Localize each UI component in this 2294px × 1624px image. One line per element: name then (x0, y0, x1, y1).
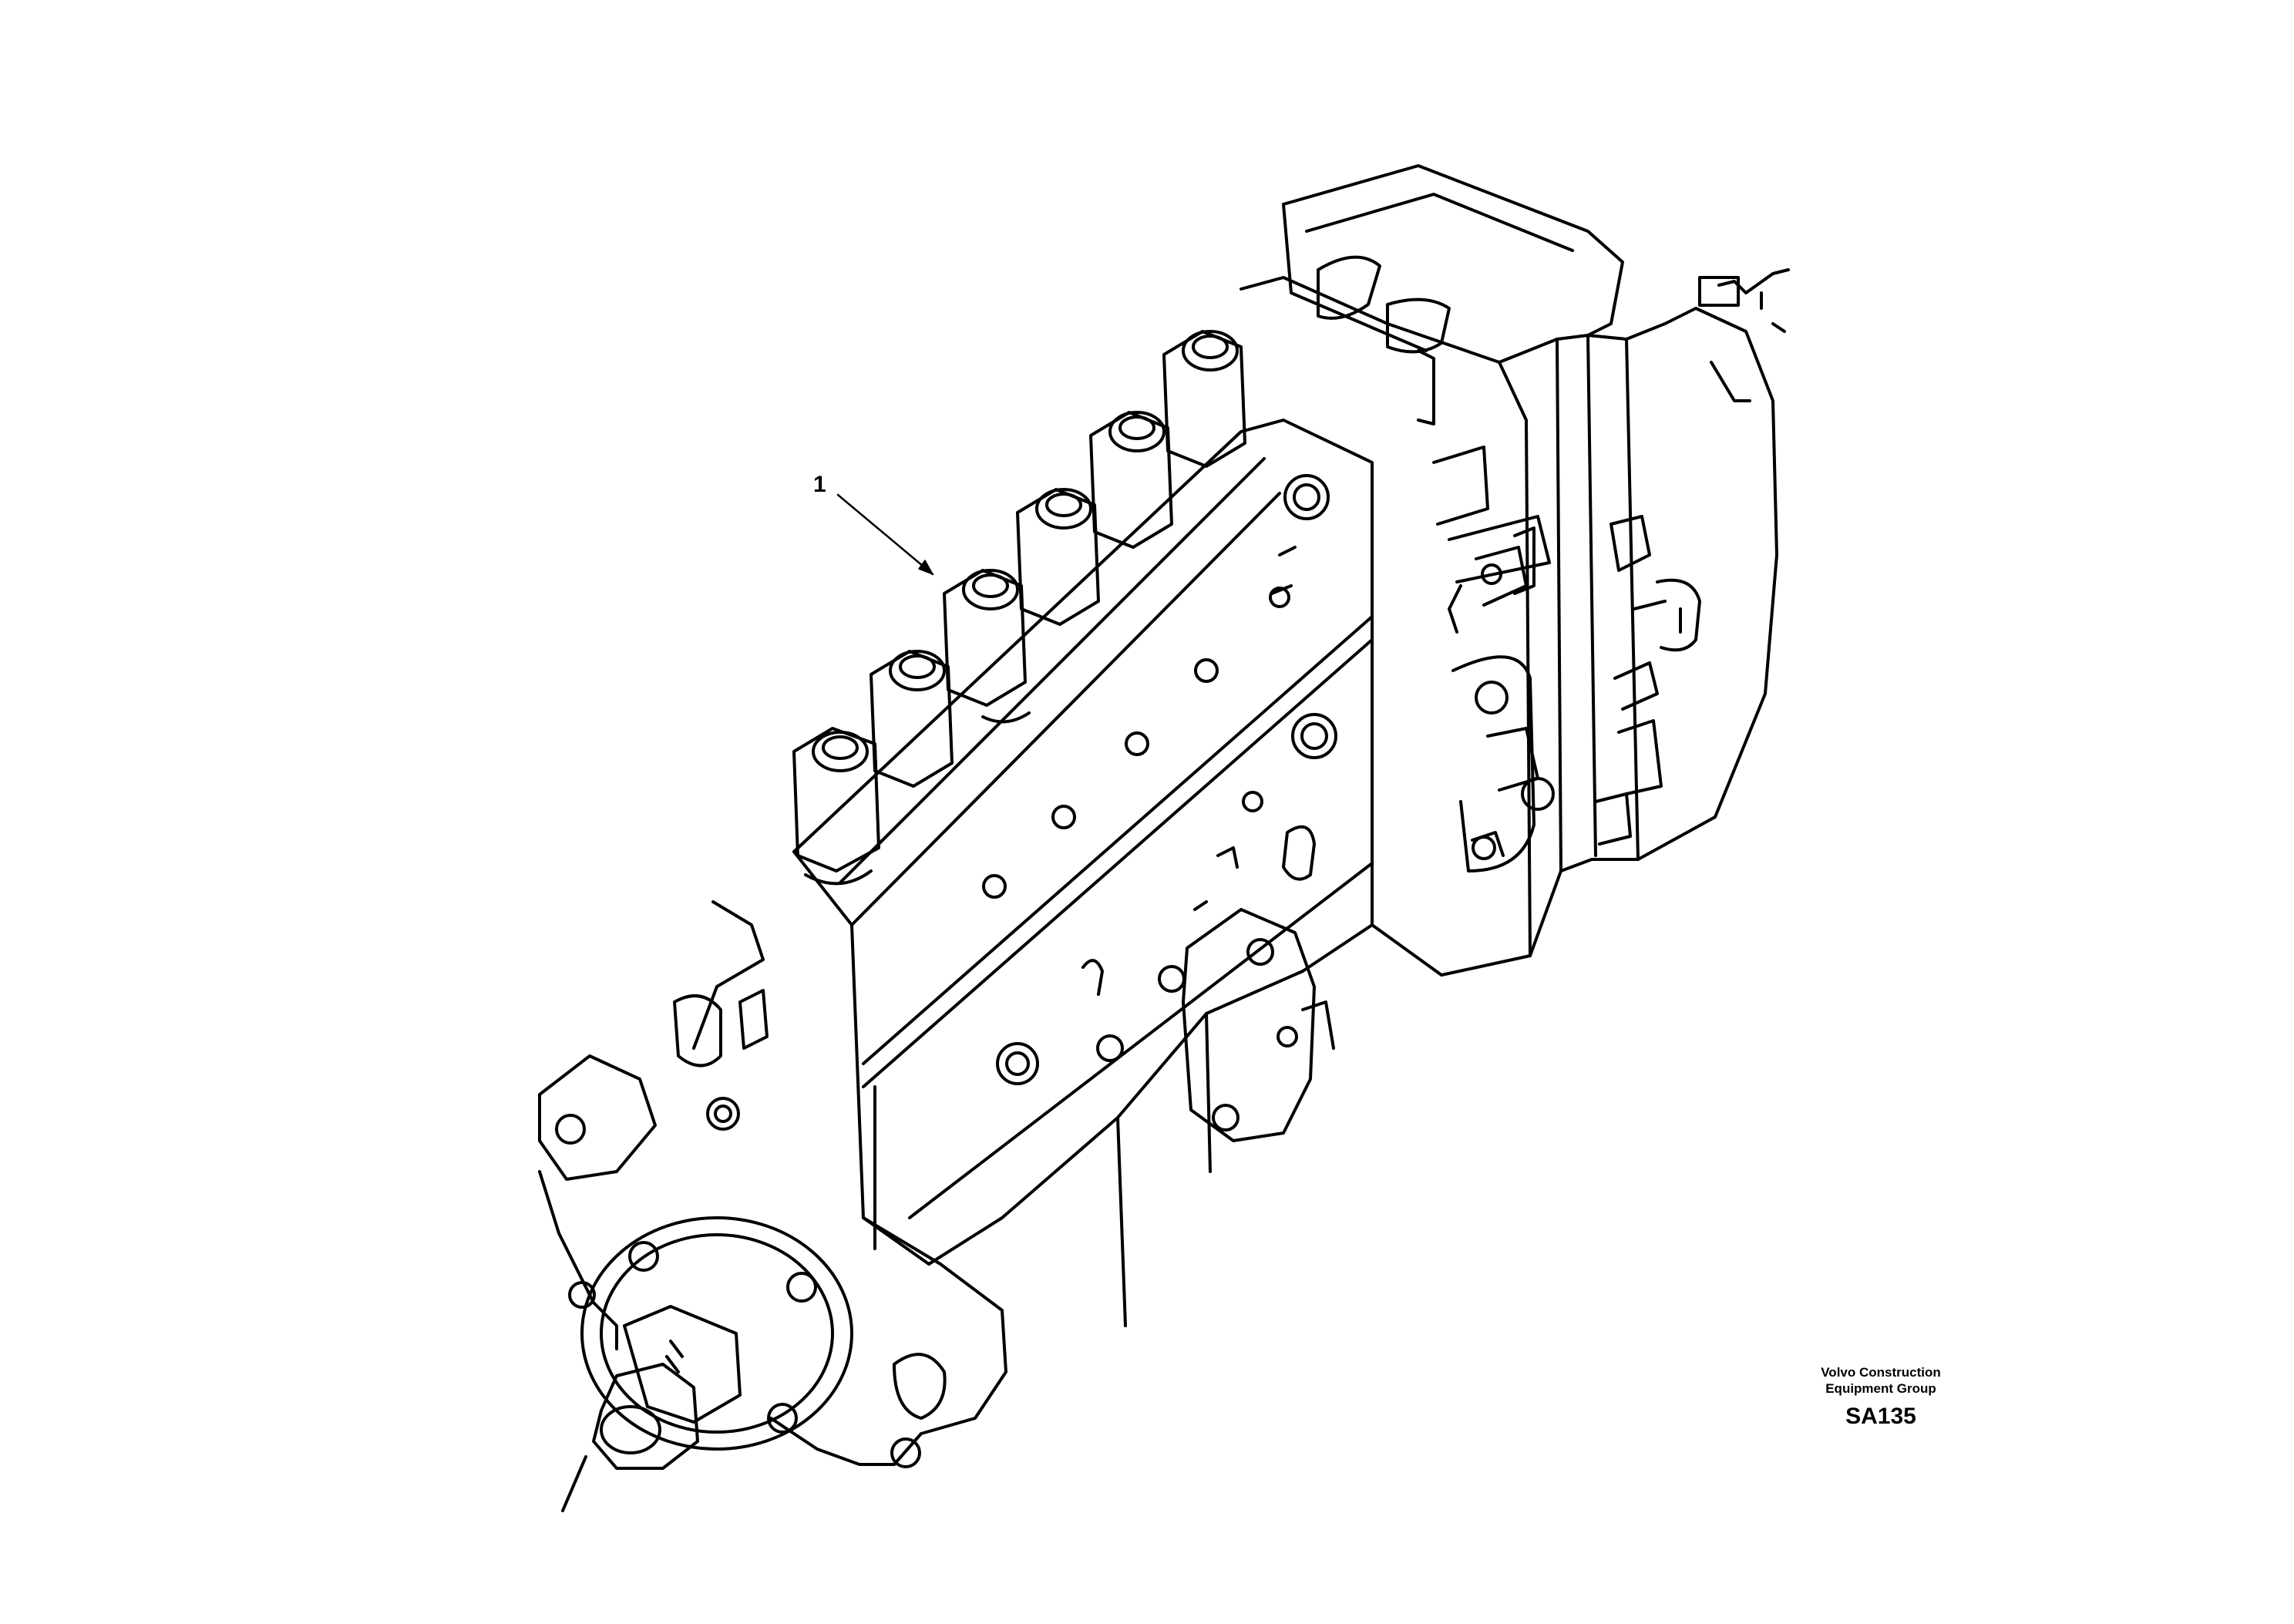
governor-housing (1240, 164, 1790, 977)
delivery-valve-holder-4 (1016, 488, 1100, 626)
drawing-code: SA135 (1845, 1404, 1916, 1429)
delivery-valve-holder-6 (1162, 330, 1246, 468)
delivery-valve-holder-2 (870, 650, 954, 788)
footer-block: Volvo Construction Equipment Group SA135 (1788, 1364, 1973, 1432)
drive-end (538, 900, 1007, 1512)
footer-org-line-1: Volvo Construction (1821, 1365, 1941, 1380)
delivery-valve-holder-1 (792, 727, 880, 886)
callout-1-arrowhead (918, 560, 933, 575)
footer-org-line-2: Equipment Group (1825, 1381, 1936, 1396)
feed-pump (1182, 908, 1335, 1142)
callout-1-leader (836, 493, 934, 576)
delivery-valve-holder-3 (943, 569, 1031, 724)
delivery-valve-holder-5 (1089, 411, 1173, 549)
delivery-valve-holders (792, 330, 1246, 886)
callout-label-1: 1 (813, 472, 826, 497)
pump-body (792, 419, 1374, 1327)
